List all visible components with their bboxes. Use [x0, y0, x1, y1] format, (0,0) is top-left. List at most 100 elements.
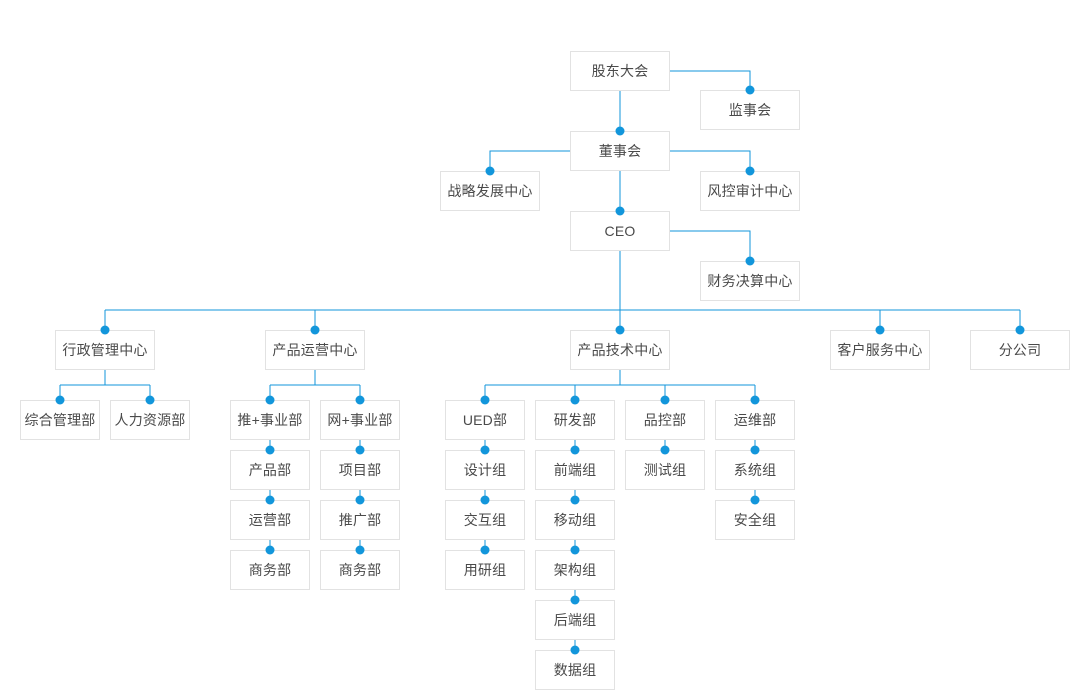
org-node-label: 运维部 — [733, 412, 777, 428]
org-node[interactable]: 综合管理部 — [20, 400, 100, 440]
org-node[interactable]: 测试组 — [625, 450, 705, 490]
connector-dot — [570, 495, 580, 505]
connector-dot — [570, 645, 580, 655]
connector-admin-split — [59, 370, 151, 400]
org-node[interactable]: 研发部 — [535, 400, 615, 440]
org-node-label: 董事会 — [598, 143, 642, 159]
org-node-label: 项目部 — [338, 462, 382, 478]
org-node[interactable]: 风控审计中心 — [700, 171, 800, 211]
org-node-label: 系统组 — [733, 462, 777, 478]
org-node-label: 架构组 — [553, 562, 597, 578]
connector-dot — [265, 445, 275, 455]
org-node[interactable]: 产品技术中心 — [570, 330, 670, 370]
org-node[interactable]: 运营部 — [230, 500, 310, 540]
org-node-label: CEO — [604, 223, 636, 239]
org-node-label: 后端组 — [553, 612, 597, 628]
org-node[interactable]: 系统组 — [715, 450, 795, 490]
connector-dot — [480, 395, 490, 405]
org-node-label: 商务部 — [338, 562, 382, 578]
org-node-label: 网+事业部 — [327, 412, 393, 428]
org-node-label: 设计组 — [463, 462, 507, 478]
connector-dot — [570, 445, 580, 455]
org-node-label: 商务部 — [248, 562, 292, 578]
org-node[interactable]: 股东大会 — [570, 51, 670, 91]
connector-dot — [355, 495, 365, 505]
org-node[interactable]: 品控部 — [625, 400, 705, 440]
org-node[interactable]: 设计组 — [445, 450, 525, 490]
org-node[interactable]: 网+事业部 — [320, 400, 400, 440]
connector-dot — [660, 445, 670, 455]
connector-dot — [570, 595, 580, 605]
org-node-label: 研发部 — [553, 412, 597, 428]
org-node-label: 用研组 — [463, 562, 507, 578]
org-node-label: 数据组 — [553, 662, 597, 678]
connector-dot — [570, 395, 580, 405]
org-node[interactable]: 财务决算中心 — [700, 261, 800, 301]
org-node[interactable]: UED部 — [445, 400, 525, 440]
connector-dot — [480, 445, 490, 455]
org-node-label: 测试组 — [643, 462, 687, 478]
connector-ceo-to-finance — [670, 230, 751, 261]
connector-dot — [750, 495, 760, 505]
org-node[interactable]: 安全组 — [715, 500, 795, 540]
org-node[interactable]: 推广部 — [320, 500, 400, 540]
connector-shareholders-to-supervisors — [670, 70, 751, 90]
org-node[interactable]: 后端组 — [535, 600, 615, 640]
org-node[interactable]: 商务部 — [230, 550, 310, 590]
connector-dot — [480, 545, 490, 555]
org-node-label: 品控部 — [643, 412, 687, 428]
org-node[interactable]: 用研组 — [445, 550, 525, 590]
org-node[interactable]: 运维部 — [715, 400, 795, 440]
org-node[interactable]: 监事会 — [700, 90, 800, 130]
org-node[interactable]: 行政管理中心 — [55, 330, 155, 370]
org-node-label: UED部 — [462, 412, 508, 428]
org-node[interactable]: 董事会 — [570, 131, 670, 171]
connector-dot — [265, 495, 275, 505]
org-node-label: 推广部 — [338, 512, 382, 528]
org-node[interactable]: 移动组 — [535, 500, 615, 540]
connector-dot — [750, 445, 760, 455]
org-node-label: 运营部 — [248, 512, 292, 528]
connector-dot — [875, 325, 885, 335]
org-node[interactable]: 交互组 — [445, 500, 525, 540]
org-node[interactable]: 项目部 — [320, 450, 400, 490]
connector-dot — [310, 325, 320, 335]
connector-dot — [660, 395, 670, 405]
org-node[interactable]: 前端组 — [535, 450, 615, 490]
org-node-label: 产品部 — [248, 462, 292, 478]
connector-dot — [615, 126, 625, 136]
org-node-label: 风控审计中心 — [707, 183, 793, 199]
connector-product-tech-split — [484, 370, 756, 400]
connector-dot — [355, 545, 365, 555]
org-node[interactable]: CEO — [570, 211, 670, 251]
org-node-label: 监事会 — [728, 102, 772, 118]
org-node[interactable]: 客户服务中心 — [830, 330, 930, 370]
org-node[interactable]: 产品部 — [230, 450, 310, 490]
connector-dot — [145, 395, 155, 405]
org-node[interactable]: 分公司 — [970, 330, 1070, 370]
org-node-label: 综合管理部 — [24, 412, 96, 428]
org-node[interactable]: 架构组 — [535, 550, 615, 590]
connector-dot — [355, 395, 365, 405]
org-node[interactable]: 产品运营中心 — [265, 330, 365, 370]
org-node-label: 客户服务中心 — [837, 342, 923, 358]
org-node-label: 前端组 — [553, 462, 597, 478]
connector-dot — [485, 166, 495, 176]
connector-dot — [480, 495, 490, 505]
org-node[interactable]: 战略发展中心 — [440, 171, 540, 211]
connector-board-to-strategy — [489, 150, 570, 171]
org-node[interactable]: 商务部 — [320, 550, 400, 590]
connector-dot — [745, 85, 755, 95]
org-node-label: 安全组 — [733, 512, 777, 528]
connector-dot — [615, 206, 625, 216]
org-node[interactable]: 数据组 — [535, 650, 615, 690]
connector-dot — [355, 445, 365, 455]
connector-dot — [615, 325, 625, 335]
org-node[interactable]: 推+事业部 — [230, 400, 310, 440]
org-node[interactable]: 人力资源部 — [110, 400, 190, 440]
org-node-label: 产品运营中心 — [272, 342, 358, 358]
org-node-label: 股东大会 — [591, 63, 649, 79]
connector-dot — [55, 395, 65, 405]
connector-dot — [100, 325, 110, 335]
